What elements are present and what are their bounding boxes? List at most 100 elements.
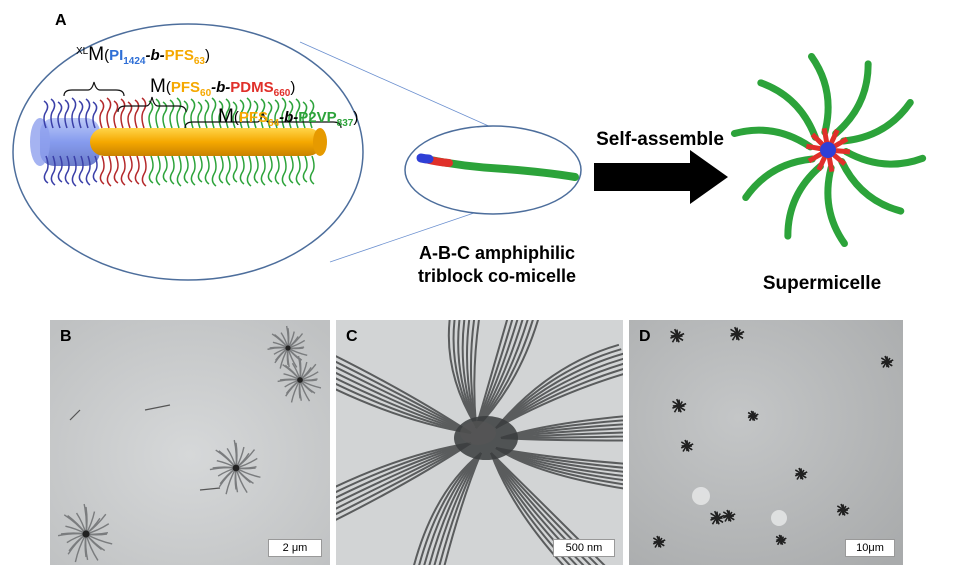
- supermicelle-arm: [757, 79, 819, 141]
- corona-chain: [232, 155, 238, 183]
- corona-chain: [120, 98, 126, 129]
- corona-chain: [260, 155, 266, 186]
- panel-c-fiber: [336, 355, 472, 434]
- supermicelle-graphic: [730, 52, 927, 248]
- corona-chain: [211, 155, 217, 187]
- corona-chain: [99, 155, 105, 185]
- corona-chain: [190, 155, 196, 186]
- corona-chain: [162, 101, 168, 129]
- panel-b-scalebar: 2 μm: [268, 539, 322, 557]
- corona-chain: [64, 155, 70, 185]
- self-assemble-arrow: [594, 150, 728, 204]
- label-pfs-p2vp: M(PFS64-b-P2VP837): [218, 106, 359, 129]
- corona-chain: [127, 101, 133, 129]
- panel-b-stray-fiber: [144, 404, 171, 411]
- panel-b-supermicelle-arm: [269, 346, 289, 349]
- corona-chain: [204, 155, 210, 185]
- corona-chain: [57, 101, 63, 129]
- panel-c-fiber: [490, 452, 592, 565]
- panel-c-fiber: [475, 320, 514, 429]
- panel-c-fiber: [475, 320, 509, 429]
- corona-chain: [260, 98, 266, 129]
- corona-chain: [120, 155, 126, 186]
- panel-c-image: [336, 320, 623, 565]
- supermicelle-arm: [824, 164, 848, 248]
- corona-chain: [155, 98, 161, 129]
- panel-c-fiber: [336, 442, 472, 521]
- corona-chain: [176, 97, 182, 129]
- panel-c-fiber: [490, 452, 571, 565]
- corona-chain: [57, 155, 63, 183]
- panel-b-image: [50, 320, 330, 565]
- panel-c-label: C: [346, 328, 358, 345]
- panel-c-fiber: [336, 377, 472, 434]
- corona-chain: [183, 155, 189, 184]
- corona-chain: [302, 155, 308, 183]
- corona-chain: [274, 155, 280, 185]
- panel-c-fiber: [475, 320, 519, 429]
- supermicelle-label: Supermicelle: [762, 273, 882, 294]
- triblock-caption-line1: A-B-C amphiphilic: [419, 243, 575, 263]
- panel-c-micrograph: C 500 nm: [336, 320, 623, 565]
- corona-chain: [239, 155, 245, 185]
- label-pfs-pdms: M(PFS60-b-PDMS660): [150, 76, 296, 99]
- panel-a-label: A: [55, 12, 67, 29]
- panel-d-micrograph: D 10μm: [629, 320, 903, 565]
- panel-c-fiber: [500, 419, 623, 439]
- supermicelle-arm: [808, 52, 832, 136]
- panel-d-supermicelle-core: [657, 540, 661, 544]
- panel-c-fiber: [495, 352, 623, 429]
- panel-d-supermicelle-core: [841, 508, 845, 512]
- corona-chain: [71, 155, 77, 187]
- panel-c-fiber: [500, 415, 623, 439]
- corona-chain: [176, 155, 182, 187]
- corona-chain: [141, 97, 147, 129]
- panel-c-fiber: [443, 452, 482, 565]
- panel-d-supermicelle-core: [735, 332, 739, 336]
- supermicelle-core: [820, 142, 836, 158]
- panel-c-fiber: [495, 447, 623, 469]
- panel-d-supermicelle-core: [677, 404, 681, 408]
- corona-chain: [43, 155, 49, 184]
- panel-d-supermicelle-core: [885, 360, 889, 364]
- panel-c-fiber: [336, 442, 472, 505]
- panel-c-fiber: [423, 452, 482, 565]
- corona-chain: [246, 155, 252, 187]
- corona-chain: [50, 98, 56, 129]
- panel-b-micrograph: B 2 μm: [50, 320, 330, 565]
- corona-chain: [155, 155, 161, 186]
- supermicelle-arm: [840, 99, 914, 145]
- panel-b-supermicelle-core: [82, 530, 90, 538]
- corona-chain: [78, 100, 84, 129]
- panel-d-supermicelle-core: [779, 538, 783, 542]
- panel-c-fiber: [428, 452, 482, 565]
- panel-c-fiber: [336, 388, 472, 434]
- panel-b-label: B: [60, 328, 72, 345]
- panel-d-label: D: [639, 328, 651, 345]
- panel-c-fiber: [490, 452, 585, 565]
- panel-c-fiber: [495, 362, 623, 429]
- corona-chain: [169, 99, 175, 129]
- panel-b-stray-fiber: [199, 487, 221, 491]
- panel-d-supermicelle-core: [685, 444, 689, 448]
- corona-chain: [43, 100, 49, 129]
- panel-a-graphics: [12, 23, 927, 281]
- panel-c-fiber: [495, 368, 623, 429]
- panel-b-stray-fiber: [69, 409, 81, 421]
- corona-chain: [309, 155, 315, 185]
- panel-d-supermicelle-core: [751, 414, 755, 418]
- label-pi-pfs: XLM(PI1424-b-PFS63): [76, 44, 210, 67]
- bracket-pi: [63, 81, 125, 97]
- corona-chain: [127, 155, 133, 183]
- self-assemble-label: Self-assemble: [596, 129, 724, 150]
- panel-c-fiber: [500, 431, 623, 439]
- panel-c-fiber: [336, 366, 472, 434]
- panel-c-fiber: [495, 357, 623, 429]
- corona-chain: [288, 155, 294, 184]
- corona-chain: [141, 155, 147, 187]
- panel-c-scalebar: 500 nm: [553, 539, 615, 557]
- panel-c-fiber: [495, 447, 623, 482]
- bracket-pdms: [117, 96, 187, 113]
- panel-c-fiber: [336, 442, 472, 488]
- corona-chain: [148, 155, 154, 184]
